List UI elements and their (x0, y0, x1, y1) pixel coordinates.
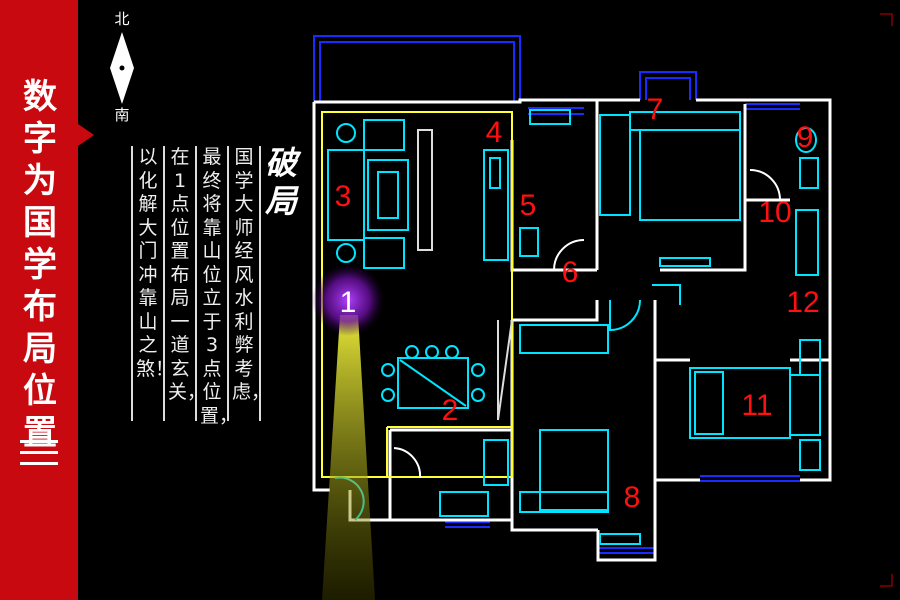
plan-label-6: 6 (562, 256, 579, 289)
heading: 破局 (265, 144, 298, 220)
furniture (327, 109, 821, 545)
compass-south: 南 (114, 106, 130, 124)
plan-label-4: 4 (486, 116, 503, 149)
plan-label-5: 5 (520, 189, 537, 222)
living-area-highlight (321, 111, 513, 478)
position-glow (312, 264, 384, 336)
plan-label-8: 8 (624, 481, 641, 514)
divider (131, 146, 133, 421)
divider (227, 146, 229, 421)
corner-mark (880, 13, 893, 26)
compass-needle-icon (110, 32, 134, 104)
plan-label-7: 7 (647, 93, 664, 126)
sidebar-title: 数字为国学布局位置 (23, 77, 57, 453)
plan-label-9: 9 (797, 121, 814, 154)
plan-label-2: 2 (442, 394, 459, 427)
plan-label-12: 12 (786, 286, 819, 319)
corner-mark (880, 574, 893, 587)
plan-label-1: 1 (340, 286, 357, 319)
sidebar: 数字为国学布局位置 (0, 0, 78, 600)
plan-label-11: 11 (741, 389, 772, 422)
plan-label-3: 3 (335, 180, 352, 213)
divider (163, 146, 165, 421)
light-beam (322, 315, 375, 600)
menu-icon[interactable] (20, 440, 58, 473)
compass-north: 北 (114, 10, 130, 28)
divider (259, 146, 261, 421)
divider (195, 146, 197, 421)
compass: 北 南 (104, 8, 140, 128)
sidebar-arrow (78, 124, 94, 146)
balcony-window (313, 35, 800, 554)
plan-label-10: 10 (758, 196, 791, 229)
